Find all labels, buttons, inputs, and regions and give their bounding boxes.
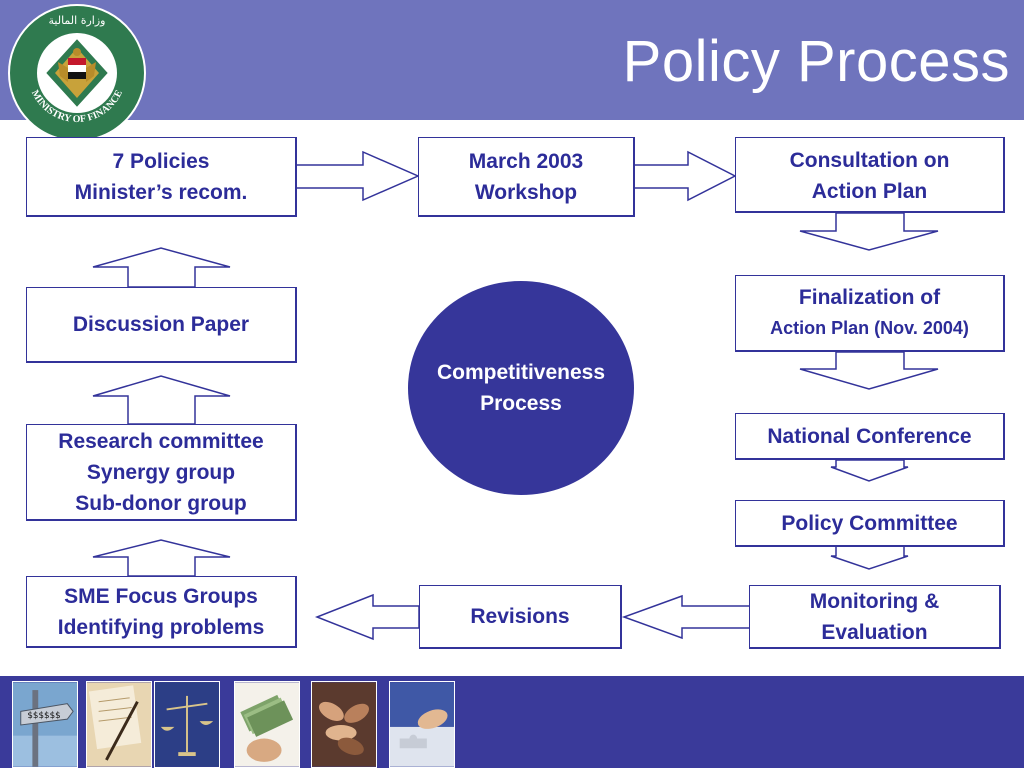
box-consultation-line2: Action Plan (811, 180, 928, 203)
arrow-workshop-to-consultation (633, 150, 737, 202)
box-research-line1: Research committee (58, 429, 264, 453)
papers-pen-image (86, 681, 152, 768)
circle-line2: Process (480, 392, 562, 415)
box-sme-line1: SME Focus Groups (64, 584, 258, 608)
signpost-image: $$$$$$ (12, 681, 78, 768)
box-revisions-line1: Revisions (470, 605, 570, 628)
box-march-workshop: March 2003 Workshop (418, 137, 635, 217)
box-discussion-paper: Discussion Paper (26, 287, 297, 363)
arrow-discussion-to-policies (92, 247, 231, 288)
box-national-conference: National Conference (735, 413, 1005, 460)
box-research-committee: Research committee Synergy group Sub-don… (26, 424, 297, 521)
box-research-line3: Sub-donor group (75, 491, 247, 515)
box-finalization-line1: Finalization of (798, 286, 941, 309)
box-monitoring-line2: Evaluation (821, 620, 928, 644)
competitiveness-circle: Competitiveness Process (408, 281, 634, 495)
box-discussion-paper-line1: Discussion Paper (72, 313, 250, 336)
svg-text:وزارة المالية: وزارة المالية (49, 14, 106, 27)
arrow-policy-to-monitoring (830, 545, 909, 570)
puzzle-hand-image (389, 681, 455, 768)
arrow-research-to-discussion (92, 375, 231, 425)
hands-teamwork-image (311, 681, 377, 768)
box-march-workshop-line1: March 2003 (468, 149, 584, 173)
box-consultation: Consultation on Action Plan (735, 137, 1005, 213)
box-finalization-line2: Action Plan (Nov. 2004) (770, 318, 969, 338)
circle-line1: Competitiveness (436, 361, 606, 384)
ministry-logo: MINISTRY OF FINANCE وزارة المالية (8, 4, 146, 142)
box-national-line1: National Conference (767, 424, 972, 448)
scales-image (154, 681, 220, 768)
arrow-monitoring-to-revisions (621, 594, 751, 640)
box-monitoring-line1: Monitoring & (809, 589, 940, 613)
box-consultation-line1: Consultation on (789, 149, 950, 172)
arrow-sme-to-research (92, 539, 231, 577)
box-7-policies: 7 Policies Minister’s recom. (26, 137, 297, 217)
box-revisions: Revisions (419, 585, 622, 649)
arrow-finalization-to-national (799, 351, 939, 390)
arrow-national-to-policy (830, 459, 909, 482)
arrow-policies-to-workshop (295, 150, 420, 202)
box-sme-line2: Identifying problems (57, 615, 265, 639)
page-title: Policy Process (622, 29, 1010, 94)
box-monitoring-evaluation: Monitoring & Evaluation (749, 585, 1001, 649)
box-policy-committee: Policy Committee (735, 500, 1005, 547)
box-7-policies-line1: 7 Policies (112, 149, 210, 173)
money-hand-image (234, 681, 300, 768)
svg-text:$$$$$$: $$$$$$ (27, 711, 60, 721)
header-bar (0, 0, 1024, 120)
box-sme-focus-groups: SME Focus Groups Identifying problems (26, 576, 297, 648)
box-7-policies-line2: Minister’s recom. (74, 180, 248, 204)
box-policy-committee-line1: Policy Committee (781, 511, 958, 535)
box-research-line2: Synergy group (86, 460, 236, 484)
arrow-revisions-to-sme (314, 593, 420, 641)
box-march-workshop-line2: Workshop (474, 180, 578, 204)
box-finalization: Finalization of Action Plan (Nov. 2004) (735, 275, 1005, 352)
arrow-consultation-to-finalization (799, 212, 939, 251)
